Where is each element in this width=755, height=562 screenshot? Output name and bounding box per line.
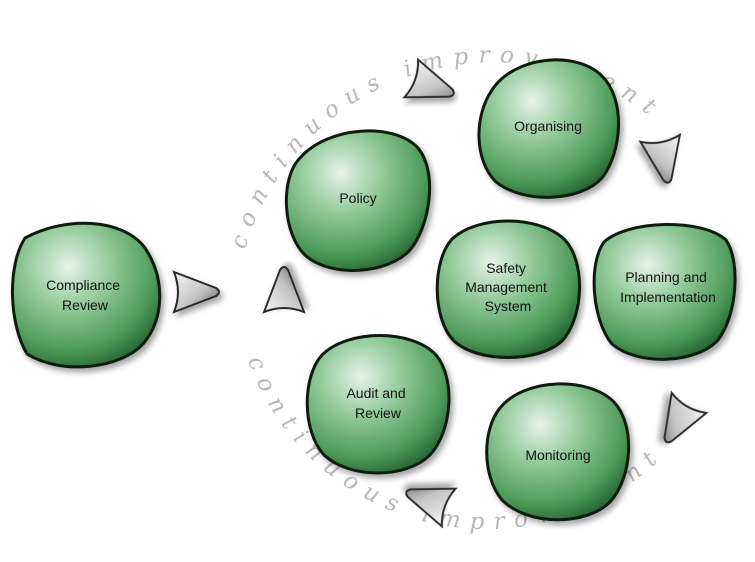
node-organising-label: Organising — [514, 118, 582, 134]
arrow-compliance-to-cycle — [172, 270, 220, 314]
node-audit-review: Audit and Review — [305, 334, 451, 475]
arrow-policy-to-organising — [402, 57, 455, 99]
node-safety-management-system: Safety Management System — [435, 219, 581, 359]
node-planning-label: Planning and Implementation — [620, 269, 716, 305]
arrow-monitoring-to-audit — [405, 487, 458, 529]
node-monitoring: Monitoring — [485, 382, 631, 522]
node-compliance-review-label: Compliance Review — [46, 277, 124, 313]
arrow-into-policy — [262, 266, 306, 314]
node-policy-label: Policy — [339, 190, 376, 206]
arrow-planning-to-monitoring — [663, 390, 709, 444]
node-safety-label: Safety Management System — [465, 260, 551, 314]
node-compliance-review: Compliance Review — [11, 221, 162, 369]
node-audit-label: Audit and Review — [346, 385, 409, 421]
arrow-organising-to-planning — [638, 132, 682, 184]
node-planning-implementation: Planning and Implementation — [592, 223, 737, 361]
node-policy: Policy — [284, 129, 431, 272]
node-monitoring-label: Monitoring — [525, 447, 590, 463]
node-organising: Organising — [477, 58, 620, 199]
